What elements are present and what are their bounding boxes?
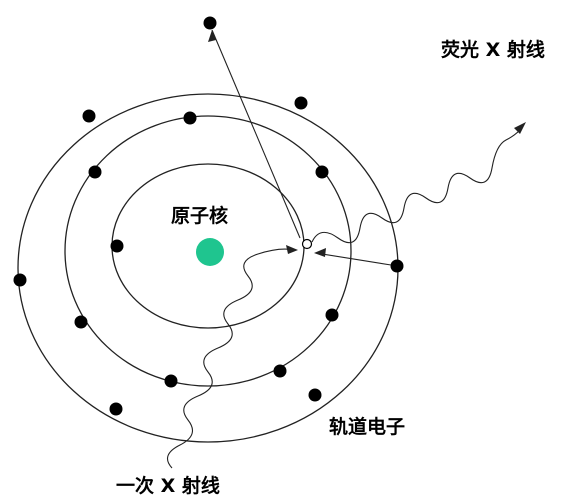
electron	[88, 165, 102, 179]
electron	[315, 165, 329, 179]
electron	[110, 239, 124, 253]
primary-xray-arrowhead	[286, 245, 298, 254]
electron	[82, 109, 96, 123]
label-fluorescent-xray: 荧光 X 射线	[441, 38, 545, 61]
electron	[203, 16, 217, 30]
electron	[294, 96, 308, 110]
electrons	[13, 16, 404, 416]
nucleus	[196, 238, 224, 266]
electron	[109, 402, 123, 416]
orbit-middle	[64, 115, 352, 387]
ejected-electron-arrowhead	[208, 30, 216, 42]
label-orbital-electron: 轨道电子	[329, 415, 405, 438]
electron	[325, 308, 339, 322]
electron	[183, 111, 197, 125]
electron	[74, 315, 88, 329]
electron	[390, 259, 404, 273]
transition-path	[315, 252, 392, 266]
electron	[164, 374, 178, 388]
electron	[13, 273, 27, 287]
fluorescent-xray-wave	[311, 129, 521, 244]
label-nucleus: 原子核	[171, 204, 228, 227]
electron-vacancy	[301, 238, 313, 250]
transition-arrowhead	[314, 248, 326, 257]
electron	[308, 388, 322, 402]
ejected-electron-path	[211, 29, 301, 239]
electron	[273, 364, 287, 378]
fluorescent-xray-arrowhead	[514, 122, 526, 134]
primary-xray-wave	[166, 248, 295, 469]
label-primary-xray: 一次 X 射线	[116, 474, 220, 497]
